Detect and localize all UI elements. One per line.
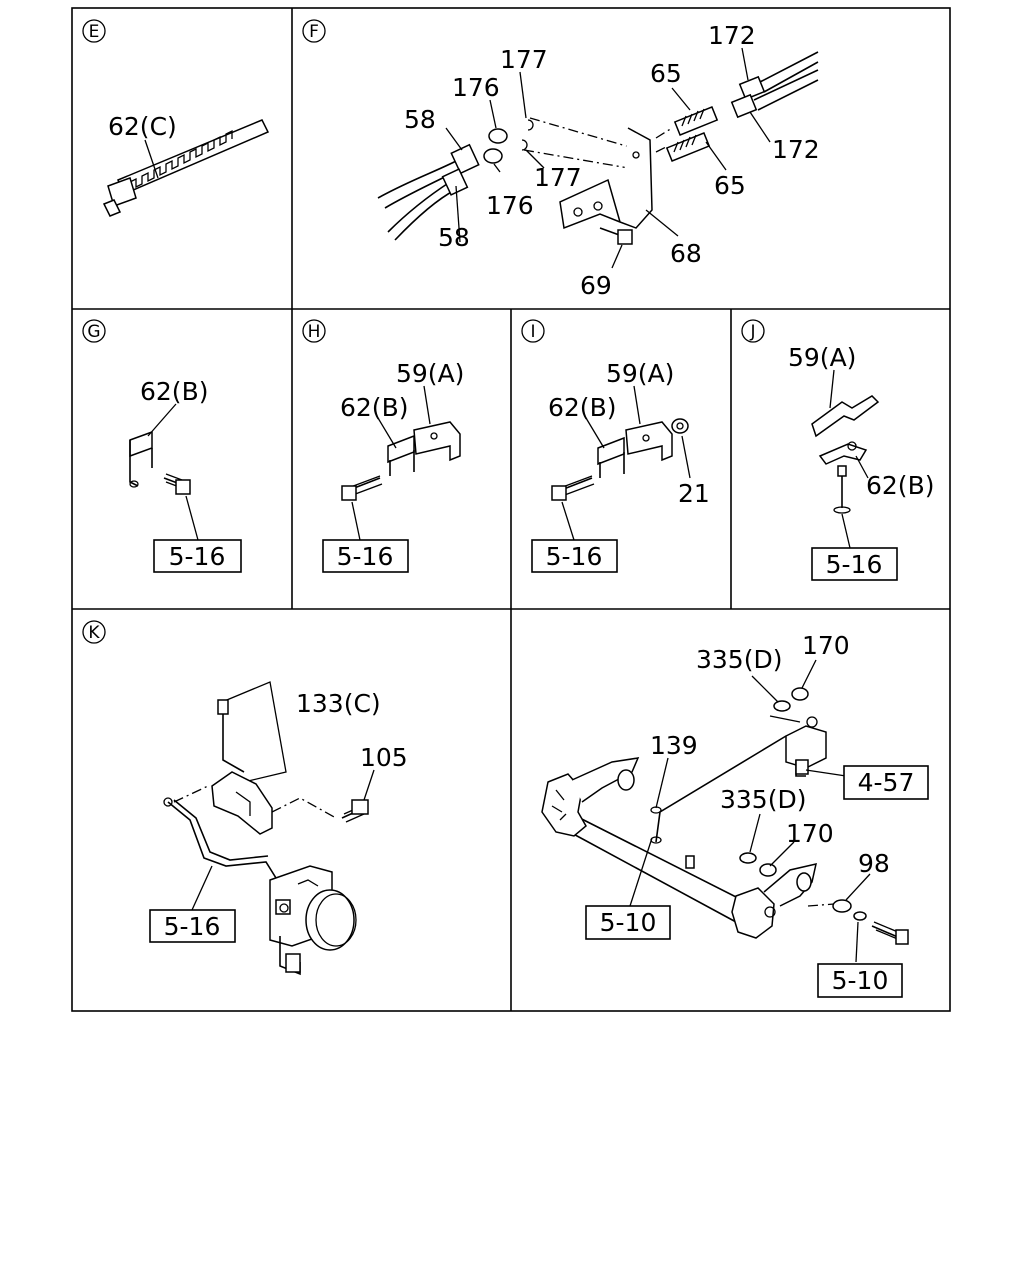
label-172-right: 172 [772, 135, 820, 164]
panel-k: K 133(C) [82, 620, 408, 976]
svg-text:F: F [309, 22, 319, 42]
panel-g: G 62(B) 5-16 [82, 319, 242, 573]
svg-text:H: H [308, 322, 321, 342]
label-335d-top: 335(D) [696, 645, 782, 674]
panel-grid [71, 7, 951, 1012]
label-176-top: 176 [452, 73, 500, 102]
svg-text:5-10: 5-10 [832, 966, 889, 995]
svg-text:5-16: 5-16 [337, 542, 394, 571]
label-58-top: 58 [404, 105, 436, 134]
panel-letter-e: E [82, 19, 106, 43]
panel-j: J 59(A) 62(B) 5-16 [741, 319, 934, 581]
ref-box-5-16: 5-16 [153, 539, 242, 573]
ref-box-5-16: 5-16 [322, 539, 409, 573]
panel-letter-f: F [302, 19, 326, 43]
height-valve-top [769, 715, 827, 777]
svg-text:E: E [89, 22, 100, 42]
label-176-bottom: 176 [486, 191, 534, 220]
connector-65-lower [665, 132, 711, 162]
svg-text:I: I [530, 322, 535, 342]
label-59a: 59(A) [606, 359, 674, 388]
panel-f: F [302, 19, 820, 300]
label-105: 105 [360, 743, 408, 772]
panel-letter-k: K [82, 620, 106, 644]
svg-text:G: G [87, 322, 100, 342]
ref-box-5-16: 5-16 [149, 909, 236, 943]
label-21: 21 [678, 479, 710, 508]
svg-text:5-16: 5-16 [164, 912, 221, 941]
label-170-top: 170 [802, 631, 850, 660]
svg-text:5-10: 5-10 [600, 908, 657, 937]
label-98: 98 [858, 849, 890, 878]
label-335d-bottom: 335(D) [720, 785, 806, 814]
svg-text:J: J [749, 322, 755, 342]
svg-text:5-16: 5-16 [169, 542, 226, 571]
panel-letter-g: G [82, 319, 106, 343]
connector-65-upper [673, 106, 719, 136]
ref-box-4-57: 4-57 [843, 765, 929, 800]
label-62b: 62(B) [548, 393, 616, 422]
svg-text:5-16: 5-16 [826, 550, 883, 579]
panel-h: H 59(A) 62(B) 5-16 [302, 319, 464, 573]
cable-tie-part [102, 119, 270, 217]
label-68: 68 [670, 239, 702, 268]
label-62c: 62(C) [108, 112, 177, 141]
leveling-valve-assembly [269, 865, 357, 976]
label-177-top: 177 [500, 45, 548, 74]
panel-i: I 59(A) 62(B) 21 5-16 [521, 319, 710, 573]
panel-e: E 62(C) [82, 19, 270, 217]
label-139: 139 [650, 731, 698, 760]
label-62b: 62(B) [866, 471, 934, 500]
label-62b: 62(B) [140, 377, 208, 406]
label-65-bottom: 65 [714, 171, 746, 200]
svg-text:5-16: 5-16 [546, 542, 603, 571]
label-58-bottom: 58 [438, 223, 470, 252]
ref-box-5-16: 5-16 [811, 547, 898, 581]
label-69: 69 [580, 271, 612, 300]
panel-axle: 335(D) 170 139 335(D) 170 98 4-57 5-10 5… [541, 631, 929, 998]
label-177-bottom: 177 [534, 163, 582, 192]
label-59a: 59(A) [788, 343, 856, 372]
ref-box-5-10: 5-10 [817, 963, 903, 998]
label-170-bottom: 170 [786, 819, 834, 848]
panel-letter-i: I [521, 319, 545, 343]
ref-box-5-16: 5-16 [531, 539, 618, 573]
ref-box-5-10: 5-10 [585, 905, 671, 940]
panel-letter-h: H [302, 319, 326, 343]
panel-letter-j: J [741, 319, 765, 343]
label-59a: 59(A) [396, 359, 464, 388]
svg-text:K: K [88, 623, 100, 643]
label-172-top: 172 [708, 21, 756, 50]
label-65-top: 65 [650, 59, 682, 88]
label-62b: 62(B) [340, 393, 408, 422]
label-133c: 133(C) [296, 689, 381, 718]
svg-text:4-57: 4-57 [858, 768, 915, 797]
